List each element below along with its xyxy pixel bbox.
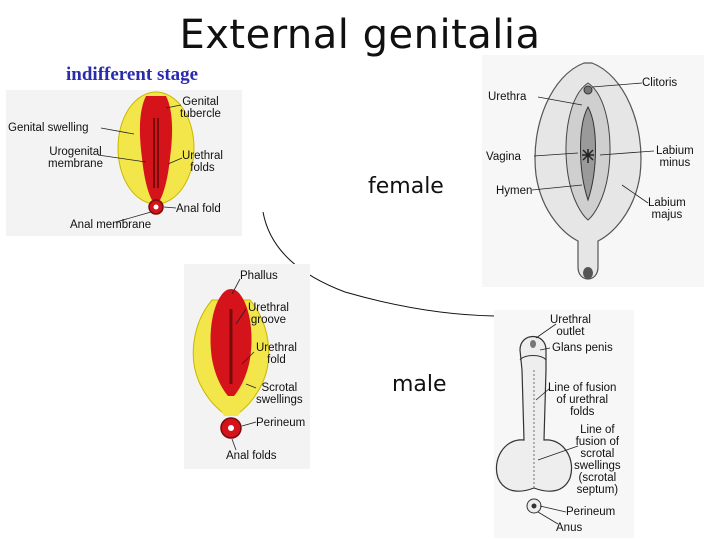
hymen-label: Hymen [496, 185, 533, 197]
phallus-label: Phallus [240, 270, 278, 282]
female-label: female [368, 174, 444, 199]
male-label: male [392, 372, 447, 397]
indifferent-stage-label: indifferent stage [66, 64, 199, 85]
perineum-label: Perineum [256, 417, 306, 429]
glans-penis-label: Glans penis [552, 342, 613, 354]
slide-title: External genitalia [179, 12, 541, 58]
anal-fold-label: Anal fold [176, 203, 221, 215]
female-drawing [531, 62, 655, 280]
male-drawing [495, 323, 579, 525]
perineum-label-male: Perineum [566, 506, 616, 518]
indifferent-stage-drawing [97, 91, 195, 223]
vagina-label: Vagina [486, 151, 521, 163]
phallus-stage-drawing [192, 278, 270, 451]
anal-folds-label: Anal folds [226, 450, 277, 462]
genital-swelling-label: Genital swelling [8, 122, 89, 134]
urethra-label: Urethra [488, 91, 527, 103]
clitoris-label: Clitoris [642, 77, 678, 89]
anal-membrane-label: Anal membrane [70, 219, 152, 231]
anus-label: Anus [556, 522, 583, 534]
